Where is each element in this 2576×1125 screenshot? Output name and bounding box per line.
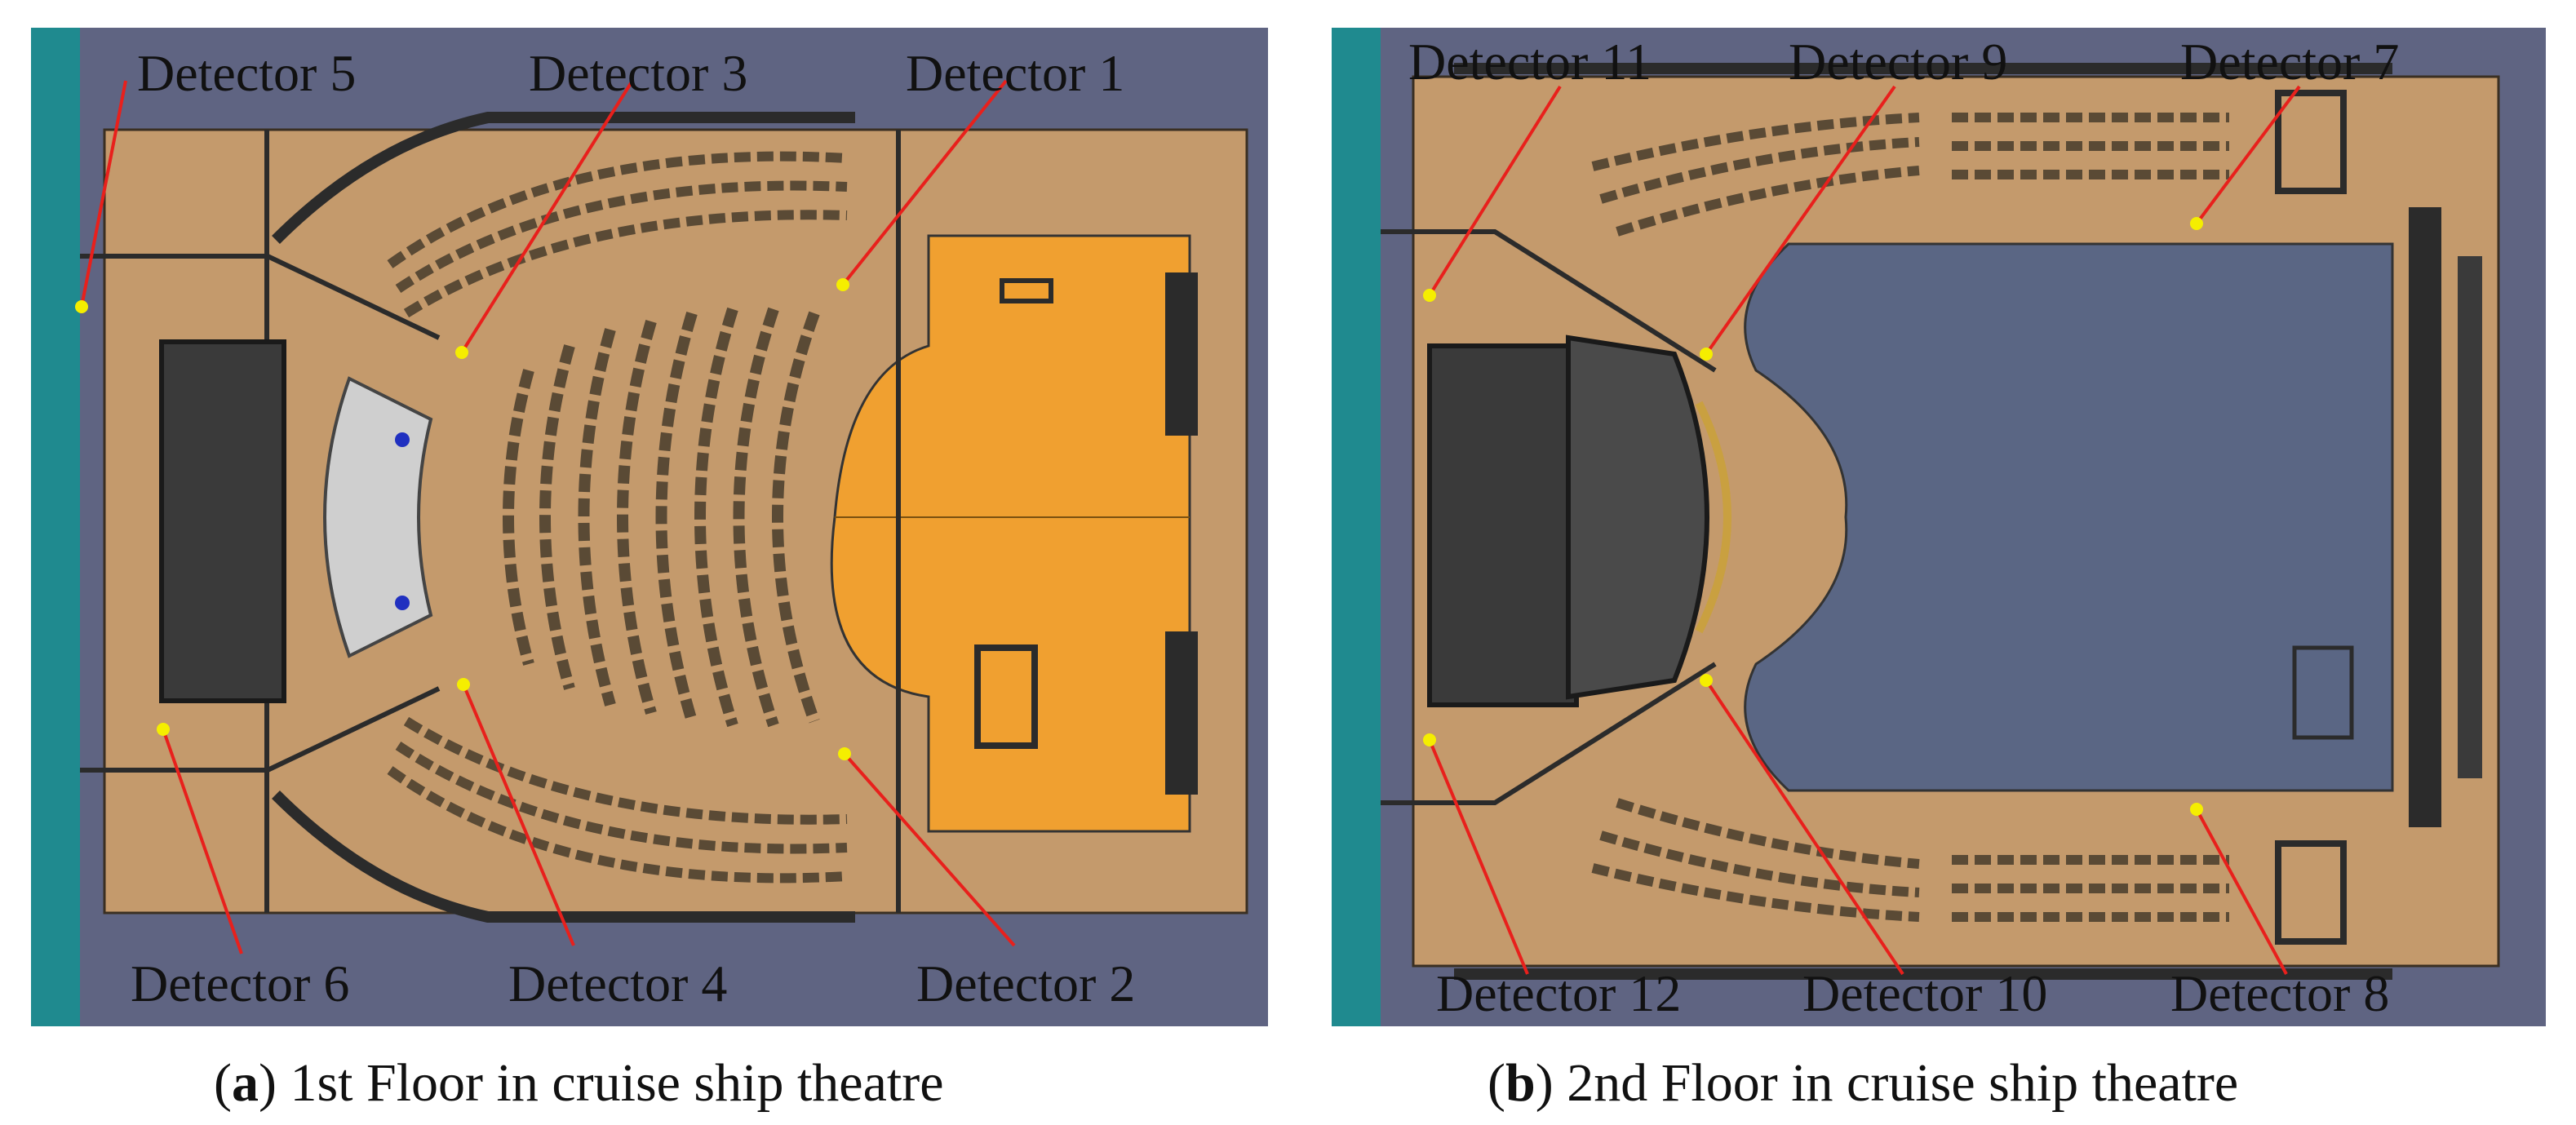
leader-line [462, 684, 575, 946]
booth [2275, 840, 2347, 945]
caption-b-text: 2nd Floor in cruise ship theatre [1567, 1053, 2239, 1113]
detector-label-8: Detector 8 [2170, 964, 2390, 1022]
leader-line [1705, 679, 1904, 976]
booth [2292, 645, 2354, 740]
detector-markers [1423, 85, 2301, 976]
upper-seating-rows [387, 151, 848, 884]
wall [1381, 662, 1717, 805]
detector-6-dot [157, 723, 170, 736]
leader-line [1428, 85, 1562, 297]
wall [896, 130, 901, 913]
water-edge [1332, 28, 1381, 1026]
marker [395, 596, 410, 610]
detector-12-dot [1423, 733, 1436, 746]
detector-label-2: Detector 2 [916, 954, 1136, 1012]
wall [1381, 229, 1717, 373]
seating-rows [503, 307, 820, 728]
upper-seating-rows [1591, 113, 2229, 922]
stage-booth [974, 644, 1038, 749]
detector-markers [75, 79, 1016, 954]
leader-line [460, 79, 634, 354]
detector-2-dot [838, 747, 851, 760]
front-platform [323, 376, 433, 658]
stage-wall [1165, 631, 1198, 795]
floor-plan-1st-floor-drawing [31, 28, 1268, 1026]
water-edge [31, 28, 80, 1026]
stage-void [1744, 242, 2394, 792]
wall [80, 254, 441, 340]
balcony-rail [1695, 401, 1731, 634]
leader-line [841, 79, 1008, 286]
detector-11-dot [1423, 289, 1436, 302]
detector-label-1: Detector 1 [906, 44, 1125, 102]
detector-5-dot [75, 300, 88, 313]
stage [830, 234, 1191, 833]
detector-label-11: Detector 11 [1408, 33, 1652, 91]
stage-booth [1000, 278, 1053, 303]
detector-label-6: Detector 6 [131, 954, 350, 1012]
balcony-block [1427, 343, 1579, 707]
stage-wall [1165, 272, 1198, 436]
leader-line [2195, 808, 2288, 975]
balcony-edge [272, 112, 855, 244]
detector-label-5: Detector 5 [137, 44, 357, 102]
detector-1-dot [836, 278, 849, 291]
caption-b: (b) 2nd Floor in cruise ship theatre [1488, 1053, 2239, 1113]
leader-line [1705, 85, 1896, 356]
caption-b-tag: b [1505, 1053, 1536, 1113]
detector-label-12: Detector 12 [1436, 964, 1682, 1022]
marker [395, 432, 410, 447]
caption-a-text: 1st Floor in cruise ship theatre [290, 1053, 944, 1113]
wall [80, 686, 441, 773]
detector-3-dot [455, 346, 468, 359]
detector-label-4: Detector 4 [508, 954, 728, 1012]
leader-line [80, 80, 127, 308]
booth [2275, 90, 2347, 194]
detector-8-dot [2190, 803, 2203, 816]
detector-label-10: Detector 10 [1802, 964, 2048, 1022]
leader-line [843, 752, 1016, 947]
balcony-edge [272, 791, 855, 923]
control-booth [159, 339, 286, 703]
floor-plan-2nd-floor-drawing [1332, 28, 2546, 1026]
detector-label-7: Detector 7 [2180, 33, 2400, 91]
detector-10-dot [1700, 674, 1713, 687]
detector-label-3: Detector 3 [529, 44, 748, 102]
detector-7-dot [2190, 217, 2203, 230]
detector-label-9: Detector 9 [1789, 33, 2008, 91]
leader-line [2195, 85, 2301, 225]
floor-plan-2nd-floor: Detector 11 Detector 9 Detector 7 Detect… [1332, 28, 2546, 1026]
floor-plan-1st-floor: Detector 5 Detector 3 Detector 1 Detecto… [31, 28, 1268, 1026]
detector-4-dot [457, 678, 470, 691]
leader-line [1428, 739, 1529, 975]
caption-a: (a) 1st Floor in cruise ship theatre [214, 1053, 944, 1113]
leader-line [162, 729, 243, 954]
wall [2409, 207, 2441, 827]
balcony-tier [1566, 334, 1709, 700]
detector-9-dot [1700, 348, 1713, 361]
caption-a-tag: a [231, 1053, 259, 1113]
wall [2458, 256, 2482, 778]
